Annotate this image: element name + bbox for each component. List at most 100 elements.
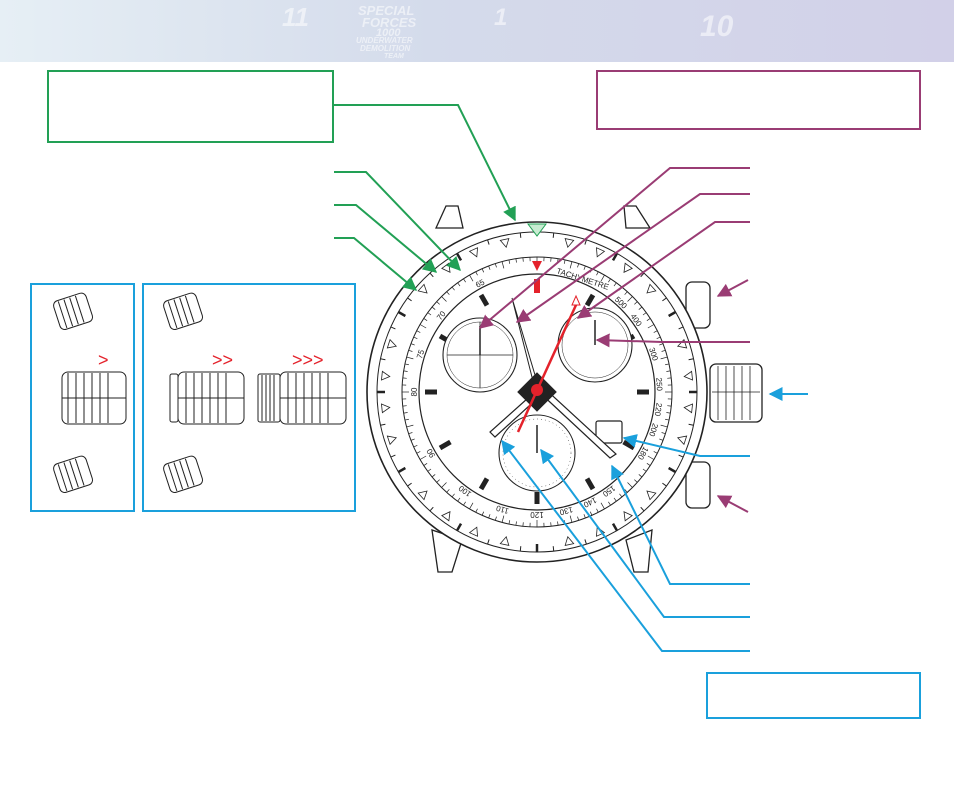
tachy-tick [427,468,432,472]
banner-line: DEMOLITION [360,44,411,53]
bezel-triangle [564,238,575,249]
tachy-tick [659,438,664,441]
crown-knurling [712,366,760,420]
bezel-tick [640,506,645,512]
tachy-tick [647,455,655,460]
tachy-tick [608,278,611,283]
bezel-triangle [646,490,657,501]
bezel-tick [688,423,694,426]
tachy-tick [666,370,671,372]
hour-index [438,439,452,451]
tachy-tick [451,286,455,291]
tachy-tick [642,468,647,472]
tachy-label: 80 [410,387,419,396]
tachy-tick [410,343,415,346]
left-subdial [442,317,518,393]
tachy-tick [431,306,436,310]
bezel-triangle [441,511,451,522]
tachy-tick [647,324,655,329]
tachy-tick [423,463,428,466]
tachy-tick [596,271,599,276]
bezel-tick [390,454,396,458]
tachy-tick [660,356,668,360]
tachy-tick [624,291,628,295]
tachy-tick [600,502,605,510]
bezel-bar [611,252,619,261]
lower-pusher [685,461,711,509]
bezel-triangle [499,238,510,249]
hour-index [584,293,596,307]
tachy-tick [660,424,668,428]
bezel-triangle [676,435,688,446]
tachy-tick [583,265,586,270]
twelve-marker [532,261,542,271]
tachy-tick [508,259,511,264]
bezel-tick [519,232,522,238]
tachy-label: 75 [415,348,426,360]
tachy-tick [515,521,517,526]
bezel-tick [552,232,555,238]
bezel-triangle [417,490,428,501]
tachy-tick [441,296,447,302]
winding-crown [709,363,763,423]
banner-line: TEAM [384,53,404,60]
tachy-tick [501,261,505,269]
tachy-tick [596,508,599,513]
crown-icon-pulled-two [257,371,347,425]
tachy-tick [577,263,580,268]
bezel-triangle [386,435,398,446]
tachy-tick [666,412,671,414]
tachy-tick [446,291,450,295]
tachy-tick [653,451,658,454]
tachy-tick [557,521,559,526]
tachy-tick [634,479,638,483]
bezel-triangle [417,283,428,294]
tachy-label: 250 [654,377,664,391]
banner-numeral: 1 [494,4,508,31]
tachy-tick [436,301,440,305]
bezel-triangle [564,535,575,546]
bezel-triangle [683,403,694,414]
tachy-tick [619,493,623,498]
tachy-tick [481,511,485,516]
tachy-tick [413,336,418,340]
tachy-tick [563,259,566,264]
hour-index [584,477,596,491]
crown-icon-pulled-one [169,371,245,425]
chrono-second-hand [516,304,578,433]
banner-numeral: 11 [282,2,309,32]
banner-line: 1000 [376,27,401,39]
tachy-tick [569,515,573,523]
bezel-bar [668,310,677,318]
tachy-tick [416,451,421,454]
tachy-tick [515,258,517,263]
crown-icon-bottom [53,455,94,494]
tachy-tick [638,474,643,478]
tachy-tick [613,282,617,287]
tachy-tick [494,516,497,521]
bezel-bar [611,523,619,532]
bezel-tick [519,546,522,552]
chrono-callout-box [596,70,921,130]
tachy-tick [441,482,447,488]
bezel-triangle [595,247,606,258]
hour-index [478,293,490,307]
watch-case [431,205,763,573]
tachy-tick [569,261,573,269]
tachy-tick [665,418,670,421]
bezel-tick [662,297,667,302]
bezel-tick [407,297,412,302]
bezel-tick [662,482,667,487]
right-subdial [557,307,633,383]
tachy-tick [656,336,661,340]
banner-line: FORCES [362,15,417,30]
tachy-tick [642,312,647,316]
bezel-tick [380,358,386,361]
tachy-tick [431,474,436,478]
bezel-triangle [683,370,694,381]
bezel-bar [668,466,677,474]
tachy-tick [404,418,409,421]
tachy-tick [624,489,628,493]
tachy-tick [410,438,415,441]
bezel-triangle [386,338,398,349]
